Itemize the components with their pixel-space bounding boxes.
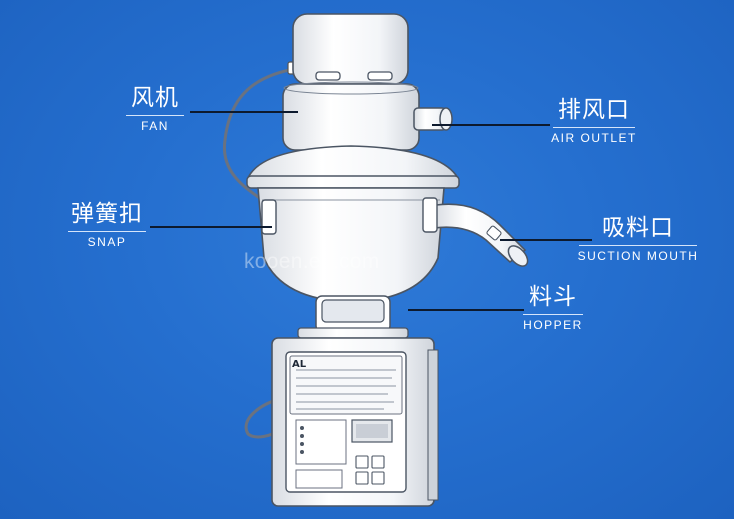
side-cable xyxy=(244,396,283,439)
fan-underline xyxy=(126,115,184,116)
leader-air-outlet xyxy=(432,124,550,126)
hopper-label-cn: 料斗 xyxy=(529,284,577,310)
snap-clamp-right xyxy=(422,197,438,233)
callout-hopper: 料斗 HOPPER xyxy=(520,283,586,332)
snap-label-cn: 弹簧扣 xyxy=(71,201,143,227)
leader-snap xyxy=(150,226,272,228)
snap-label-en: SNAP xyxy=(87,235,127,249)
callout-air-outlet: 排风口 AIR OUTLET xyxy=(550,96,638,145)
suction-pipe xyxy=(433,203,529,267)
lid xyxy=(246,145,460,179)
watermark: kooen.en.com xyxy=(244,250,380,273)
leader-fan xyxy=(190,111,298,113)
hopper-label-en: HOPPER xyxy=(523,318,583,332)
hopper-body xyxy=(257,187,445,303)
snap-underline xyxy=(68,231,146,232)
sensor-cable xyxy=(222,66,301,202)
suction-label-cn: 吸料口 xyxy=(602,215,674,241)
suction-label-en: SUCTION MOUTH xyxy=(577,249,699,263)
air-outlet-label-cn: 排风口 xyxy=(558,97,630,123)
leader-suction xyxy=(500,239,592,241)
callout-suction: 吸料口 SUCTION MOUTH xyxy=(574,214,702,263)
control-box xyxy=(271,337,439,507)
callout-fan: 风机 FAN xyxy=(122,84,188,133)
fan-label-en: FAN xyxy=(141,119,169,133)
hopper-underline xyxy=(523,314,583,315)
air-outlet-label-en: AIR OUTLET xyxy=(551,131,637,145)
suction-underline xyxy=(579,245,697,246)
panel-brand-logo: AL xyxy=(292,359,307,370)
callout-snap: 弹簧扣 SNAP xyxy=(64,200,150,249)
snap-clamp-left xyxy=(261,199,277,235)
leader-hopper xyxy=(408,309,524,311)
fan-label-cn: 风机 xyxy=(131,85,179,111)
air-outlet-pipe xyxy=(413,107,453,131)
fan-unit xyxy=(282,13,420,151)
air-outlet-underline xyxy=(553,127,635,128)
